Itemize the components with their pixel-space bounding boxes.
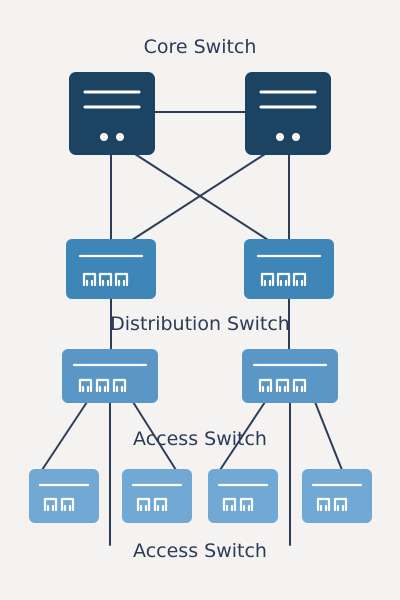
- access-switch-lower-3: [208, 469, 278, 523]
- distribution-layer-label: Distribution Switch: [110, 313, 290, 335]
- network-switch-icon: [131, 483, 183, 512]
- access-layer-label-upper: Access Switch: [133, 428, 267, 450]
- distribution-switch-body: [66, 239, 156, 299]
- network-switch-icon: [38, 483, 90, 512]
- links: [41, 111, 343, 546]
- network-switch-icon: [72, 363, 148, 393]
- access-switch-body: [122, 469, 192, 523]
- access-switch-lower-4: [302, 469, 372, 523]
- access-switch-lower-2: [122, 469, 192, 523]
- core-layer-label: Core Switch: [143, 36, 257, 58]
- distribution-switch-left: [66, 239, 156, 299]
- access-switch-body: [242, 349, 338, 403]
- link-access1-edge2: [132, 401, 177, 471]
- link-access1-edge1: [41, 401, 88, 471]
- access-switch-lower-1: [29, 469, 99, 523]
- network-switch-icon: [217, 483, 269, 512]
- access-switch-body: [302, 469, 372, 523]
- core-switch-body: [245, 72, 331, 155]
- access-switch-body: [208, 469, 278, 523]
- access-switch-body: [62, 349, 158, 403]
- distribution-switch-right: [244, 239, 334, 299]
- network-switch-icon: [252, 363, 328, 393]
- access-switch-upper-right: [242, 349, 338, 403]
- distribution-switch-body: [244, 239, 334, 299]
- core-switch-right: [245, 72, 331, 155]
- core-switch-left: [69, 72, 155, 155]
- access-switch-upper-left: [62, 349, 158, 403]
- link-core1-dist2: [134, 153, 269, 241]
- link-access2-edge4: [314, 401, 343, 471]
- network-switch-icon: [311, 483, 363, 512]
- network-switch-icon: [256, 254, 322, 287]
- link-core2-dist1: [131, 153, 266, 241]
- access-switch-body: [29, 469, 99, 523]
- link-access2-edge3: [219, 401, 266, 471]
- server-rack-icon: [83, 90, 141, 141]
- network-switch-icon: [78, 254, 144, 287]
- server-rack-icon: [259, 90, 317, 141]
- access-layer-label-lower: Access Switch: [133, 540, 267, 562]
- core-switch-body: [69, 72, 155, 155]
